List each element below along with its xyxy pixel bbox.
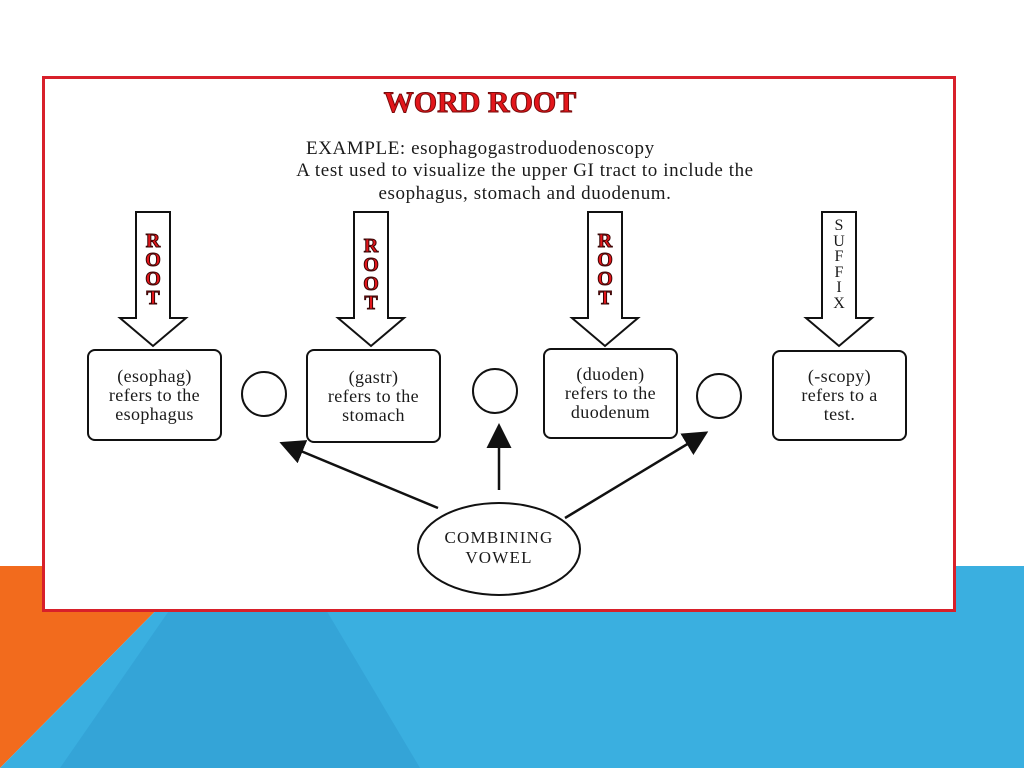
word-part-term: (esophag) bbox=[117, 365, 192, 386]
root-arrow-1 bbox=[117, 211, 189, 348]
diagram-title: WORD ROOT bbox=[383, 86, 577, 120]
word-part-box-duoden: (duoden) refers to the duodenum bbox=[543, 348, 678, 439]
root-arrow-3 bbox=[569, 211, 641, 348]
word-part-term: (duoden) bbox=[576, 364, 645, 384]
connector-arrow-left bbox=[279, 440, 439, 510]
combining-vowel-line-1: COMBINING bbox=[444, 528, 554, 547]
word-part-meaning-prefix: refers to the bbox=[108, 384, 201, 405]
example-text: EXAMPLE: esophagogastroduodenoscopy bbox=[306, 138, 655, 159]
word-part-meaning-prefix: refers to the bbox=[564, 383, 657, 403]
combining-vowel-ellipse bbox=[417, 502, 581, 596]
word-part-box-scopy: (-scopy) refers to a test. bbox=[772, 350, 907, 441]
word-part-meaning-prefix: refers to the bbox=[327, 385, 420, 406]
root-arrow-2 bbox=[335, 211, 407, 348]
word-part-box-esophag: (esophag) refers to the esophagus bbox=[87, 349, 222, 441]
word-part-meaning: esophagus bbox=[115, 403, 194, 424]
suffix-arrow bbox=[803, 211, 875, 348]
word-part-box-gastr: (gastr) refers to the stomach bbox=[306, 349, 441, 443]
vowel-circle-1 bbox=[241, 371, 287, 417]
word-part-meaning: test. bbox=[823, 404, 856, 424]
word-part-meaning: stomach bbox=[342, 404, 405, 425]
combining-vowel-label: COMBINING VOWEL bbox=[418, 528, 580, 568]
blue-dark-accent-shape bbox=[60, 566, 420, 768]
word-part-term: (gastr) bbox=[348, 366, 399, 387]
connector-arrow-right bbox=[564, 431, 709, 520]
combining-vowel-line-2: VOWEL bbox=[465, 548, 533, 567]
vowel-circle-3 bbox=[696, 373, 742, 419]
word-part-term: (-scopy) bbox=[807, 366, 872, 386]
word-part-meaning: duodenum bbox=[570, 402, 651, 422]
vowel-circle-2 bbox=[472, 368, 518, 414]
word-part-meaning-prefix: refers to a bbox=[801, 385, 878, 405]
example-description: A test used to visualize the upper GI tr… bbox=[296, 160, 754, 204]
